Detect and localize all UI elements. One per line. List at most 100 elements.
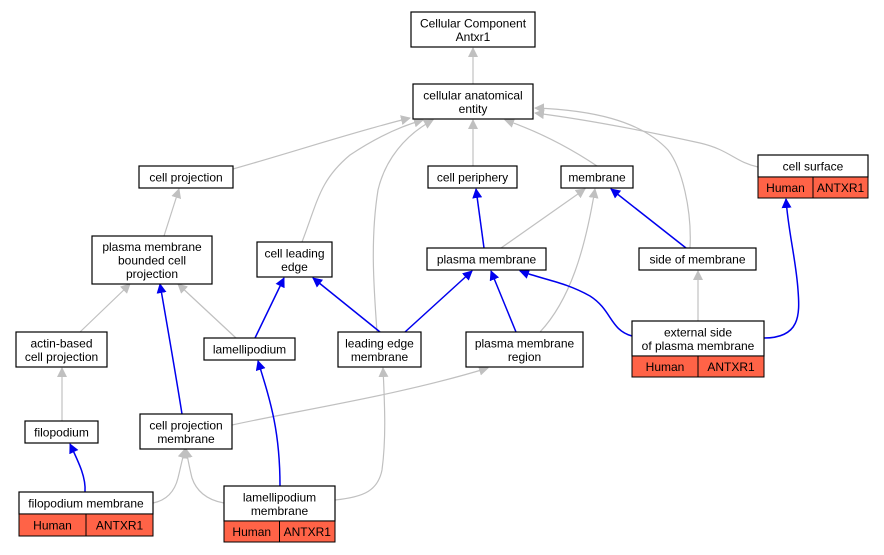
edge-lem-to-pm xyxy=(404,270,473,333)
annotation-gene: ANTXR1 xyxy=(96,519,144,533)
node-label-line: cell projection xyxy=(149,171,222,185)
node-cellproj[interactable]: cell projection xyxy=(138,165,234,189)
annotation-species: Human xyxy=(232,525,271,539)
node-label-line: membrane xyxy=(251,504,309,518)
annotation-row: Human ANTXR1 xyxy=(757,176,869,199)
edge-cpm-to-pmr xyxy=(231,365,489,426)
node-box xyxy=(410,11,536,48)
edge-filom-to-filo xyxy=(69,443,86,493)
edge-lamel-to-cle xyxy=(254,277,285,339)
node-label-line: cellular anatomical xyxy=(423,88,522,102)
annotation-gene: ANTXR1 xyxy=(284,525,332,539)
edge-lamel-to-pmbcp xyxy=(177,283,237,339)
node-label-line: actin-based xyxy=(30,336,92,350)
node-filo[interactable]: filopodium xyxy=(24,420,99,444)
node-box xyxy=(223,485,336,522)
node-box xyxy=(638,247,757,271)
node-box xyxy=(24,420,99,444)
node-label-line: cell surface xyxy=(783,160,844,174)
node-label-line: membrane xyxy=(351,350,409,364)
node-label-line: filopodium xyxy=(34,426,89,440)
annotation-gene-cell xyxy=(279,520,336,543)
node-label-line: lamellipodium xyxy=(243,490,316,504)
node-label-line: projection xyxy=(126,267,178,281)
node-box xyxy=(256,241,333,278)
node-label-line: plasma membrane xyxy=(475,336,575,350)
annotation-gene: ANTXR1 xyxy=(707,360,755,374)
node-label-line: membrane xyxy=(568,171,626,185)
node-label-line: plasma membrane xyxy=(102,240,202,254)
edge-lamm-to-cpm xyxy=(182,448,225,504)
node-label-line: of plasma membrane xyxy=(642,339,755,353)
edge-som-to-cae xyxy=(534,103,691,249)
edge-filom-to-cpm xyxy=(152,448,188,504)
edge-acp-to-pmbcp xyxy=(79,283,131,333)
annotation-row: Human ANTXR1 xyxy=(223,520,336,543)
node-label-line: entity xyxy=(459,102,488,116)
node-label-line: cell periphery xyxy=(437,171,508,185)
edge-pmr-to-pm xyxy=(489,270,517,333)
node-box xyxy=(138,165,234,189)
annotation-species: Human xyxy=(33,519,72,533)
node-label-line: cell leading xyxy=(264,246,324,260)
edge-lem-to-cle xyxy=(312,277,381,333)
edge-pm-to-cellper xyxy=(472,188,485,249)
node-label-line: side of membrane xyxy=(649,253,745,267)
edge-espm-to-cellsurf xyxy=(763,198,800,339)
edge-espm-to-pm xyxy=(519,269,633,337)
node-lamel[interactable]: lamellipodium xyxy=(203,337,296,361)
edge-lamm-to-lem xyxy=(334,367,389,501)
annotation-gene-cell xyxy=(697,355,765,378)
edge-pm-to-membrane xyxy=(500,188,586,249)
node-label-line: plasma membrane xyxy=(437,253,537,267)
node-label-line: cell projection xyxy=(149,418,222,432)
edge-cle-to-cae xyxy=(301,117,424,243)
node-label-line: edge xyxy=(281,260,308,274)
node-som[interactable]: side of membrane xyxy=(638,247,757,271)
node-label-line: region xyxy=(508,350,541,364)
node-box xyxy=(427,165,518,189)
node-label-line: membrane xyxy=(157,432,215,446)
node-box xyxy=(426,247,547,271)
node-pm[interactable]: plasma membrane xyxy=(426,247,547,271)
node-box xyxy=(203,337,296,361)
edge-pmr-to-membrane xyxy=(539,188,599,333)
edge-lem-to-cae xyxy=(372,119,434,333)
node-label-line: external side xyxy=(664,325,732,339)
node-cellper[interactable]: cell periphery xyxy=(427,165,518,189)
node-box xyxy=(560,165,634,189)
edge-lamm-to-lamel xyxy=(255,360,281,487)
node-box xyxy=(631,320,765,357)
edge-cellsurf-to-cae xyxy=(534,109,759,168)
annotation-gene-cell xyxy=(85,513,154,537)
annotation-row: Human ANTXR1 xyxy=(18,513,154,537)
annotation-gene: ANTXR1 xyxy=(817,181,865,195)
node-label-line: cell projection xyxy=(25,350,98,364)
node-box xyxy=(337,331,422,368)
edge-membrane-to-cae xyxy=(504,118,598,167)
node-label-line: Antxr1 xyxy=(456,30,491,44)
node-box xyxy=(465,331,584,368)
node-box xyxy=(139,413,233,450)
node-label-line: filopodium membrane xyxy=(28,497,144,511)
node-label-line: Cellular Component xyxy=(420,16,527,30)
annotation-species: Human xyxy=(766,181,805,195)
edges-layer xyxy=(57,47,800,504)
node-box xyxy=(412,83,534,120)
node-membrane[interactable]: membrane xyxy=(560,165,634,189)
